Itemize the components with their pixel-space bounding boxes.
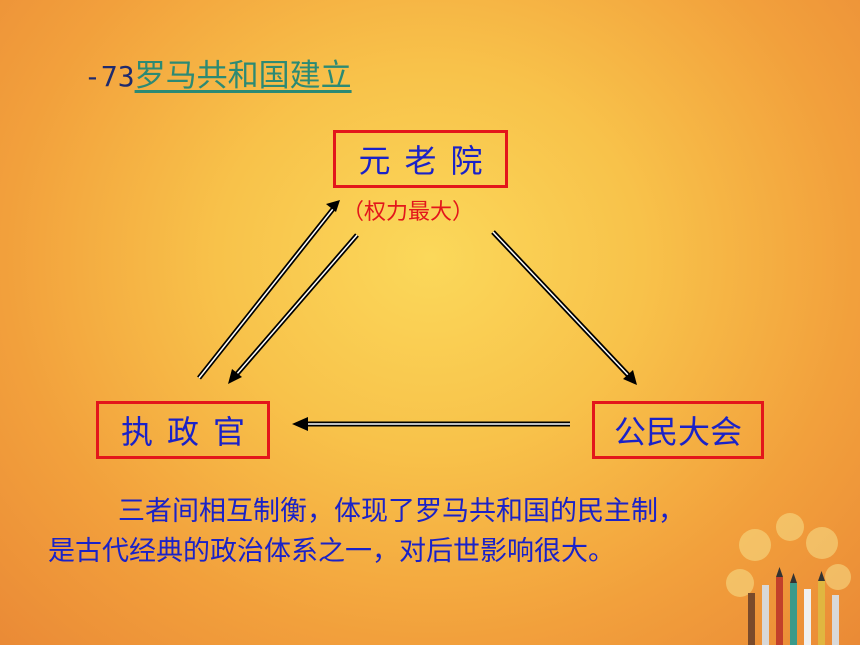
school-doodle-decoration — [726, 513, 851, 645]
consul-box: 执政官 — [96, 401, 270, 459]
senate-note: （权力最大） — [342, 200, 475, 225]
title-link[interactable]: 罗马共和国建立 — [134, 58, 352, 94]
arrow-assembly-to-consul — [292, 417, 570, 431]
pencils-icon — [748, 567, 839, 645]
senate-box: 元老院 — [333, 130, 508, 188]
summary-line-1: 三者间相互制衡，体现了罗马共和国的民主制， — [118, 496, 685, 527]
arrow-senate-to-assembly — [491, 230, 637, 385]
arrow-consul-to-senate — [197, 200, 340, 380]
summary-line-2: 是古代经典的政治体系之一，对后世影响很大。 — [48, 536, 615, 567]
arrow-senate-to-consul — [228, 233, 359, 384]
slide-title: -73罗马共和国建立 — [84, 50, 352, 95]
assembly-box: 公民大会 — [592, 401, 764, 459]
title-year: -73 — [84, 60, 135, 93]
summary-paragraph: 三者间相互制衡，体现了罗马共和国的民主制， 是古代经典的政治体系之一，对后世影响… — [48, 492, 828, 572]
